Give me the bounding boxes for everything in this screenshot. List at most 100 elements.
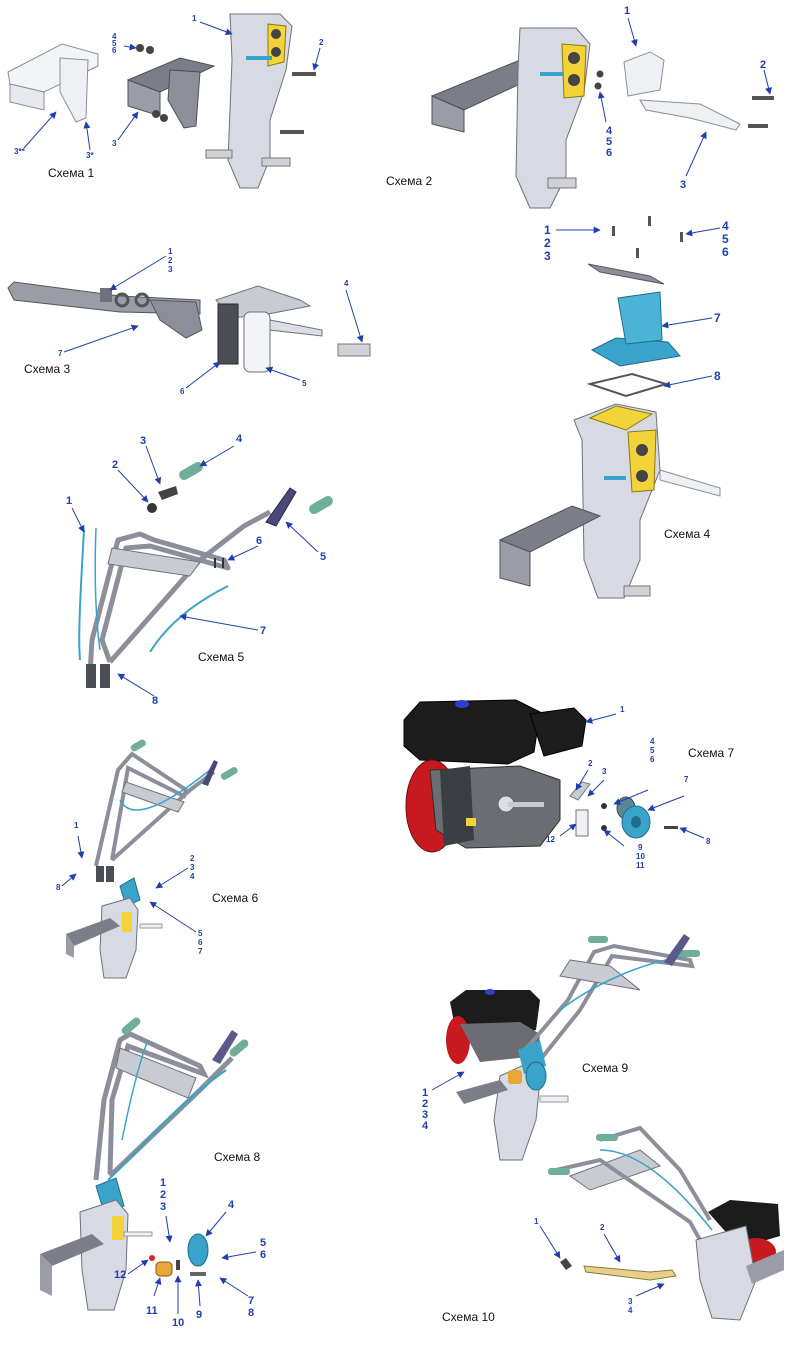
callout-s4-5: 5	[722, 232, 729, 246]
callout-s2-5: 5	[606, 136, 613, 148]
callout-s8-4: 4	[228, 1199, 235, 1211]
scheme-1-gearbox	[205, 13, 316, 189]
callout-s7-11: 11	[636, 861, 645, 870]
callout-s1-1: 1	[192, 14, 197, 23]
callout-s6-2: 2	[190, 854, 195, 863]
callout-s6-8: 8	[56, 883, 61, 892]
callout-s10-4: 4	[628, 1306, 633, 1315]
scheme-2-title: Схема 2	[386, 174, 433, 188]
callout-s3-5: 5	[302, 379, 307, 388]
callout-s4-8: 8	[714, 369, 721, 383]
scheme-3-drawing	[7, 281, 371, 373]
callout-s5-7: 7	[260, 625, 267, 637]
callout-s1-2: 2	[319, 38, 324, 47]
callout-s6-7: 7	[198, 947, 203, 956]
callout-s4-4: 4	[722, 219, 729, 233]
scheme-8-drawing	[40, 1017, 249, 1311]
callout-s1-4: 4	[112, 32, 117, 41]
callout-s8-12: 12	[114, 1269, 127, 1281]
scheme-9-title: Схема 9	[582, 1061, 629, 1075]
callout-s5-4: 4	[236, 433, 243, 445]
callout-s3-7: 7	[58, 349, 63, 358]
scheme-2-drawing	[430, 27, 774, 209]
callout-s8-2: 2	[160, 1189, 167, 1201]
scheme-7-title: Схема 7	[688, 746, 735, 760]
callout-s9-2: 2	[422, 1098, 429, 1110]
scheme-4-title: Схема 4	[664, 527, 711, 541]
callout-s8-10: 10	[172, 1317, 185, 1329]
callout-s4-3: 3	[544, 249, 551, 263]
callout-s7-6: 6	[650, 755, 655, 764]
callout-s2-1: 1	[624, 5, 631, 17]
callout-s10-1: 1	[534, 1217, 539, 1226]
callout-s1-5: 5	[112, 39, 117, 48]
callout-s7-1: 1	[620, 705, 625, 714]
scheme-6-drawing	[66, 739, 238, 979]
scheme-1-title: Схема 1	[48, 166, 95, 180]
callout-leader-lines	[23, 17, 772, 1314]
callout-s7-5: 5	[650, 746, 655, 755]
scheme-5-title: Схема 5	[198, 650, 245, 664]
callout-s9-4: 4	[422, 1120, 429, 1132]
scheme-3-title: Схема 3	[24, 362, 71, 376]
scheme-1-bracket-3	[126, 44, 216, 129]
callout-s6-3: 3	[190, 863, 195, 872]
callout-s7-4: 4	[650, 737, 655, 746]
scheme-10-drawing	[548, 1125, 784, 1321]
callout-s2-6: 6	[606, 147, 613, 159]
scheme-10-title: Схема 10	[442, 1310, 495, 1324]
callout-s7-7: 7	[684, 775, 689, 784]
scheme-8-title: Схема 8	[214, 1150, 261, 1164]
scheme-6-title: Схема 6	[212, 891, 259, 905]
callout-s8-9: 9	[196, 1309, 203, 1321]
callout-s6-4: 4	[190, 872, 195, 881]
callout-s1-3-double-star: 3**	[14, 147, 25, 156]
callout-s1-3: 3	[112, 139, 117, 148]
callout-s10-2: 2	[600, 1223, 605, 1232]
callout-s3-1: 1	[168, 247, 173, 256]
callout-s5-2: 2	[112, 459, 119, 471]
callout-s4-7: 7	[714, 311, 721, 325]
callout-s6-1: 1	[74, 821, 79, 830]
callout-s8-5: 5	[260, 1237, 267, 1249]
scheme-1-bracket-3-star	[7, 43, 99, 123]
scheme-9-drawing	[446, 934, 700, 1161]
callout-s3-2: 2	[168, 256, 173, 265]
callout-s9-3: 3	[422, 1109, 429, 1121]
callout-s7-2: 2	[588, 759, 593, 768]
callout-s6-6: 6	[198, 938, 203, 947]
callout-s5-6: 6	[256, 535, 263, 547]
callout-s5-8: 8	[152, 695, 159, 707]
callout-s8-7: 7	[248, 1295, 255, 1307]
callout-s3-3: 3	[168, 265, 173, 274]
scheme-7-drawing	[403, 699, 678, 853]
callout-s8-11: 11	[146, 1305, 158, 1317]
callout-s5-5: 5	[320, 551, 327, 563]
scheme-5-drawing	[78, 462, 333, 688]
scheme-1-drawing	[7, 13, 316, 189]
callout-s3-6: 6	[180, 387, 185, 396]
callout-s1-6: 6	[112, 46, 117, 55]
callout-s7-8: 8	[706, 837, 711, 846]
callout-s8-3: 3	[160, 1201, 167, 1213]
callout-s2-3: 3	[680, 179, 687, 191]
callout-s6-5: 5	[198, 929, 203, 938]
callout-s5-1: 1	[66, 495, 73, 507]
callout-s3-4: 4	[344, 279, 349, 288]
callout-s10-3: 3	[628, 1297, 633, 1306]
callout-s4-1: 1	[544, 223, 551, 237]
scheme-4-drawing	[498, 216, 721, 599]
callout-s4-6: 6	[722, 245, 729, 259]
callout-s8-1: 1	[160, 1177, 167, 1189]
callout-s2-2: 2	[760, 59, 767, 71]
callout-s1-3-star: 3*	[86, 151, 94, 160]
callout-s9-1: 1	[422, 1087, 429, 1099]
callout-s7-10: 10	[636, 852, 645, 861]
callout-s4-2: 2	[544, 236, 551, 250]
callout-s5-3: 3	[140, 435, 147, 447]
callout-s7-3: 3	[602, 767, 607, 776]
callout-s8-8: 8	[248, 1307, 255, 1319]
callout-s7-9: 9	[638, 843, 643, 852]
callout-s7-12: 12	[546, 835, 555, 844]
